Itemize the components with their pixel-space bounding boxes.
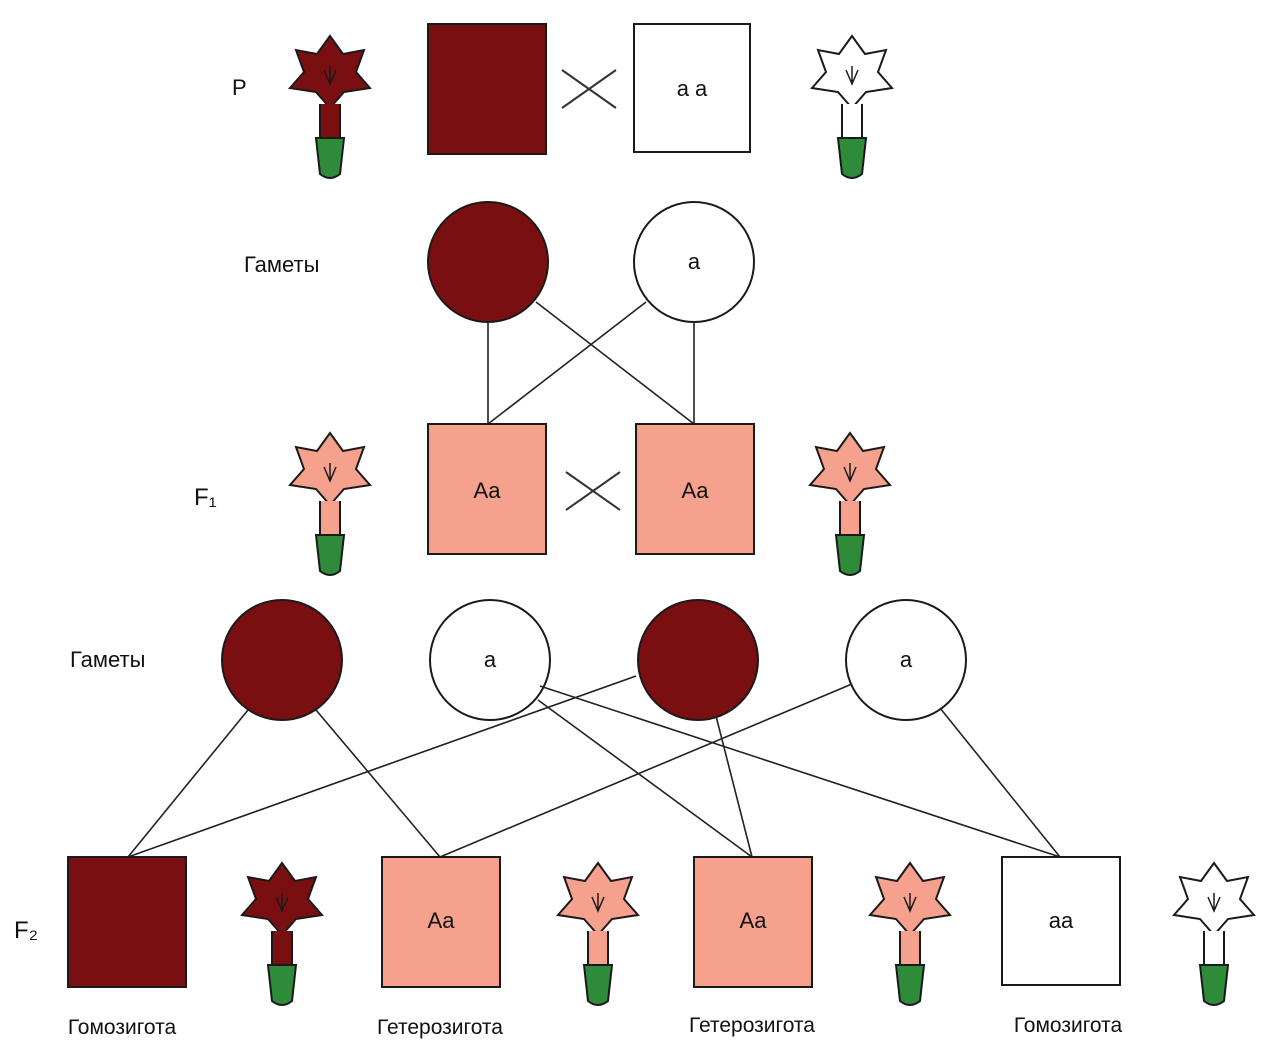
flower-pink xyxy=(289,432,371,576)
flower-dark-red xyxy=(289,35,371,179)
flower-pink xyxy=(557,862,639,1006)
genotype-box-dominant xyxy=(427,23,547,155)
flower-white xyxy=(1173,862,1255,1006)
flower-pink xyxy=(809,432,891,576)
gamete-dominant xyxy=(427,201,549,323)
genotype-box-f2-het-2 xyxy=(693,856,813,988)
cross-symbol xyxy=(565,471,621,511)
gamete-dominant xyxy=(637,599,759,721)
generation-label-f2: F₂ xyxy=(14,917,38,944)
flower-dark-red xyxy=(241,862,323,1006)
gamete-label-a: a xyxy=(900,647,913,672)
genotype-label-f2-white: aa xyxy=(1049,908,1074,933)
genotype-label-f1-left: Aa xyxy=(474,478,502,503)
genotype-box-f1-right xyxy=(635,423,755,555)
genotype-label-f1-right: Aa xyxy=(682,478,710,503)
f2-caption-homozygote-2: Гомозигота xyxy=(1014,1014,1123,1037)
gamete-recessive xyxy=(845,599,967,721)
connector-lines-f2 xyxy=(127,675,1061,858)
gametes-label: Гаметы xyxy=(244,252,319,277)
gametes-label-2: Гаметы xyxy=(70,647,145,672)
flower-white xyxy=(811,35,893,179)
f2-caption-heterozygote-1: Гетерозигота xyxy=(377,1016,503,1039)
flower-pink xyxy=(869,862,951,1006)
connector-lines-f1 xyxy=(487,301,695,425)
gamete-label-a: a xyxy=(688,249,701,274)
genotype-box-recessive xyxy=(633,23,751,153)
generation-label-f1: F₁ xyxy=(194,484,217,511)
gamete-label-a: a xyxy=(484,647,497,672)
genotype-label-f2-het-2: Aa xyxy=(740,908,768,933)
genotype-box-f1-left xyxy=(427,423,547,555)
gamete-dominant xyxy=(221,599,343,721)
genotype-box-f2-homo-dominant xyxy=(67,856,187,988)
genotype-label-p-white: a a xyxy=(677,76,708,101)
cross-symbol xyxy=(561,69,617,109)
genotype-box-f2-homo-recessive xyxy=(1001,856,1121,986)
f2-caption-homozygote-1: Гомозигота xyxy=(68,1016,177,1039)
generation-label-p: P xyxy=(232,75,247,100)
genotype-box-f2-het-1 xyxy=(381,856,501,988)
genotype-label-f2-het-1: Aa xyxy=(428,908,456,933)
f2-caption-heterozygote-2: Гетерозигота xyxy=(689,1014,815,1037)
gamete-recessive xyxy=(429,599,551,721)
